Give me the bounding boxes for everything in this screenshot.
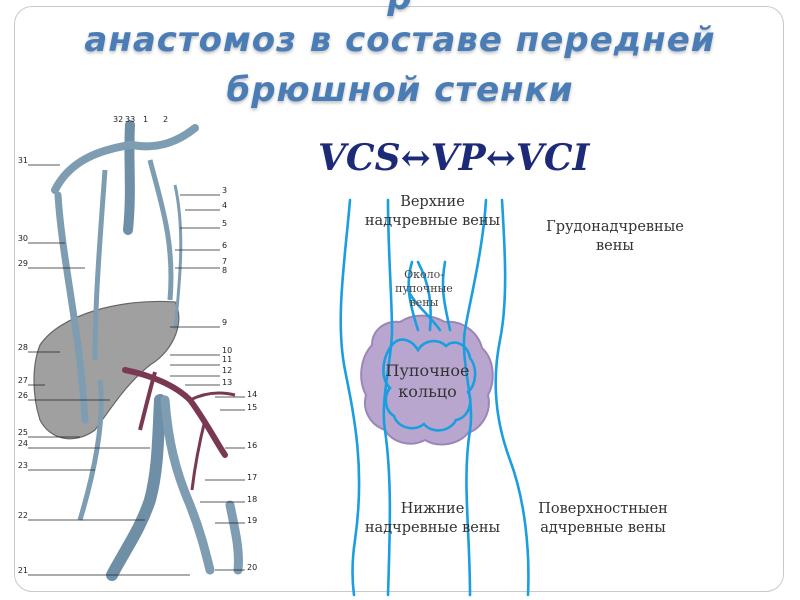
num-left-21: 21: [18, 566, 28, 575]
vein-paraumbilical-3: [406, 288, 442, 332]
num-left-22: 22: [18, 511, 28, 520]
num-left-29: 29: [18, 259, 28, 268]
label-umbilical-ring: Пупочное кольцо: [385, 361, 470, 401]
num-left-31: 31: [18, 156, 28, 165]
num-left-23: 23: [18, 461, 28, 470]
num-left-26: 26: [18, 391, 28, 400]
num-right-12: 12: [222, 366, 232, 375]
vena-cava-inferior: [106, 394, 166, 581]
num-top-2: 2: [163, 115, 168, 124]
vein-inner-right: [462, 198, 488, 597]
num-right-11: 11: [222, 355, 232, 364]
num-right-5: 5: [222, 219, 227, 228]
num-top-33: 33: [125, 115, 135, 124]
num-left-24: 24: [18, 439, 28, 448]
vena-cava-superior: [123, 120, 135, 235]
num-right-10: 10: [222, 346, 232, 355]
slide-frame: [14, 6, 784, 592]
num-right-6: 6: [222, 241, 227, 250]
num-left-27: 27: [18, 376, 28, 385]
num-right-13: 13: [222, 378, 232, 387]
label-paraumbilical-veins: Около-пупочные вены: [395, 268, 453, 309]
num-right-19: 19: [247, 516, 257, 525]
title-line-2: брюшной стенки: [226, 70, 574, 110]
title-line-1: анастомоз в составе передней: [84, 20, 716, 60]
label-upper-epigastric-veins: Верхние надчревные вены: [364, 194, 501, 229]
num-right-7: 7: [222, 257, 227, 266]
num-right-15: 15: [247, 403, 257, 412]
vein-paraumbilical-4: [441, 260, 452, 332]
vein-paraumbilical-2: [416, 260, 432, 332]
num-right-8: 8: [222, 266, 227, 275]
umbilical-ring-shape: [360, 314, 494, 446]
num-top-1: 1: [143, 115, 148, 124]
num-right-9: 9: [222, 318, 227, 327]
vein-outer-right: [494, 198, 530, 597]
num-right-18: 18: [247, 495, 257, 504]
vein-ring-loop: [382, 338, 477, 432]
num-right-20: 20: [247, 563, 257, 572]
num-left-25: 25: [18, 428, 28, 437]
label-lower-epigastric-veins: Нижние надчревные вены: [364, 501, 501, 536]
anastomosis-formula: VCS↔VP↔VCI: [318, 137, 590, 179]
num-top-32: 32: [113, 115, 123, 124]
title-top-fragment: р: [0, 0, 800, 18]
liver-shape: [33, 300, 180, 440]
num-right-16: 16: [247, 441, 257, 450]
num-right-4: 4: [222, 201, 227, 210]
label-superficial-epigastric-veins: Поверхностныен адчревные вены: [538, 501, 668, 536]
num-right-3: 3: [222, 186, 227, 195]
vein-outer-left: [339, 198, 361, 597]
num-right-14: 14: [247, 390, 257, 399]
num-left-28: 28: [18, 343, 28, 352]
num-left-30: 30: [18, 234, 28, 243]
label-thoracoepigastric-veins: Грудонадчревные вены: [546, 219, 684, 254]
num-right-17: 17: [247, 473, 257, 482]
